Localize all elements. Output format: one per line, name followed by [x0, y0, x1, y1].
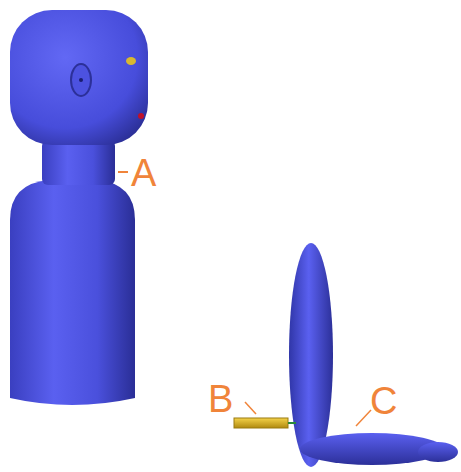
leader-line	[118, 171, 128, 173]
leader-line	[356, 410, 371, 426]
toe	[418, 442, 458, 462]
sensor-a	[138, 113, 144, 119]
part-label: C	[370, 382, 397, 420]
shank	[289, 243, 333, 467]
part-label: A	[131, 154, 156, 192]
ear-dot	[79, 78, 83, 82]
torso	[10, 180, 135, 405]
head	[10, 10, 148, 145]
sensor-wire	[288, 422, 296, 424]
ear	[71, 64, 91, 96]
head-sensor	[126, 57, 136, 65]
neck	[42, 140, 115, 185]
part-label: B	[208, 380, 233, 418]
leader-line	[245, 402, 256, 414]
sensor-b	[234, 418, 288, 428]
